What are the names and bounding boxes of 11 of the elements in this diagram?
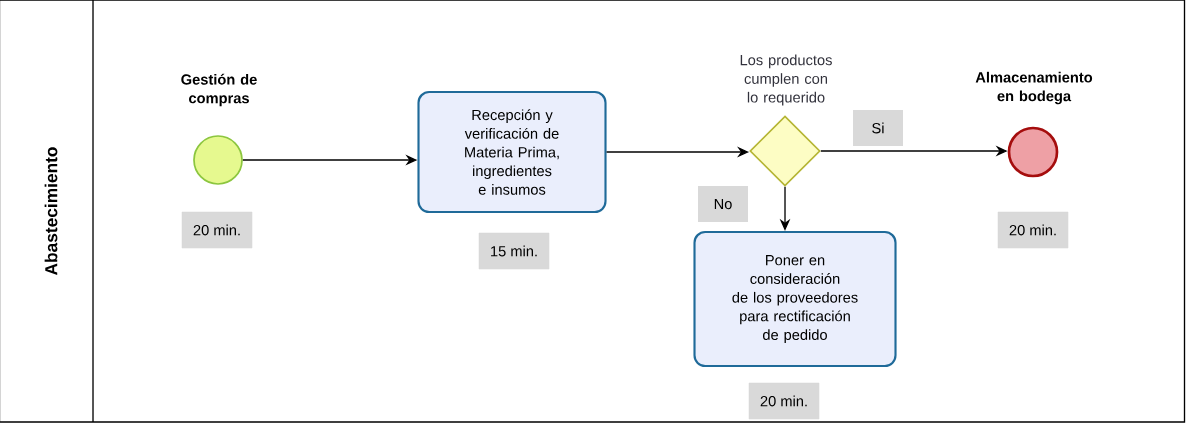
duration-tag: 20 min. [181, 211, 253, 249]
duration-tag: 20 min. [997, 211, 1069, 249]
node-label: Los productos cumplen con lo requerido [740, 54, 832, 106]
node-label: Almacenamiento en bodega [975, 71, 1093, 105]
task-box: Recepción y verificación de Materia Prima, ingredientes e insumos [417, 90, 607, 214]
duration-tag: 20 min. [748, 382, 820, 420]
edge-label: No [698, 186, 748, 222]
task-box: Poner en consideración de los proveedores para rectificación de pedido [693, 230, 897, 368]
edge-label: Si [853, 110, 903, 146]
node-label: Gestión de compras [181, 73, 257, 107]
duration-tag: 15 min. [478, 232, 550, 270]
